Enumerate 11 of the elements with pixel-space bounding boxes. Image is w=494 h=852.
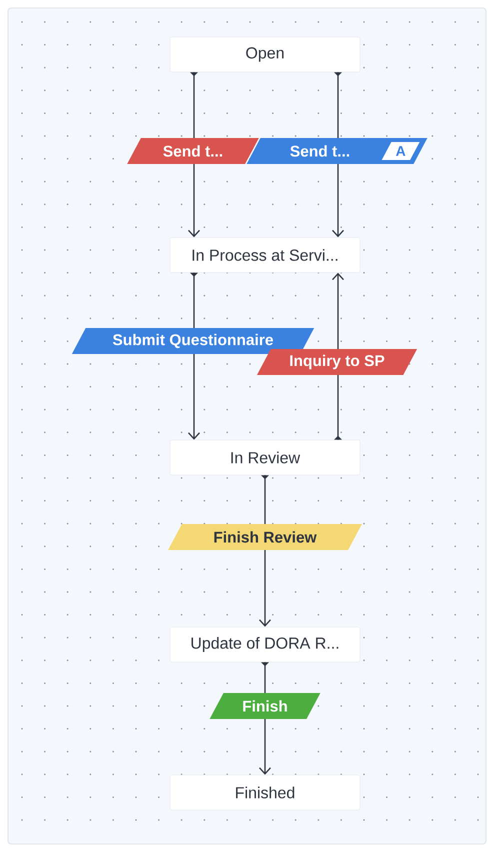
badge: A <box>382 142 420 160</box>
state-box: In Process at Servi... <box>170 237 360 273</box>
state-box: In Review <box>170 440 360 476</box>
edge-label: Inquiry to SP <box>256 349 418 375</box>
state-box: Open <box>170 36 360 72</box>
edge-label: Send t... <box>127 138 259 164</box>
edge-label: Finish <box>210 693 320 719</box>
state-box: Finished <box>170 774 360 810</box>
arrow <box>188 72 200 238</box>
state-box: Update of DORA R... <box>170 626 360 662</box>
arrow <box>188 272 200 440</box>
